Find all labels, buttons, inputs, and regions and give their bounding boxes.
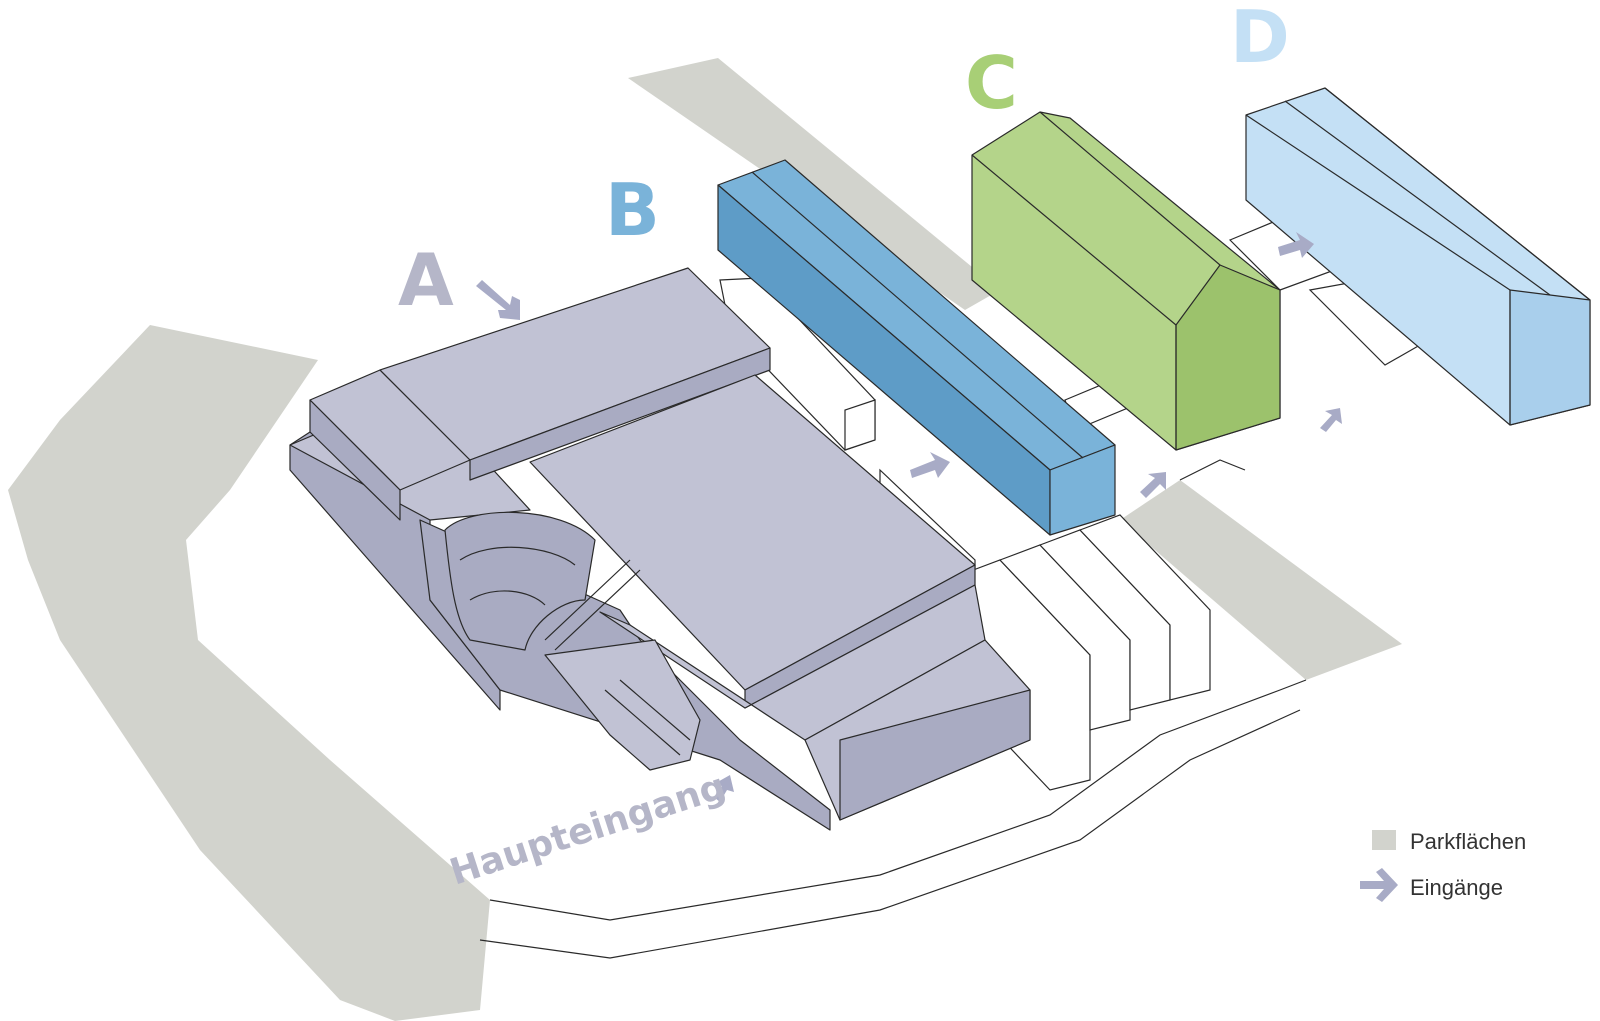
swatch-icon [1372, 830, 1396, 850]
label-building-c: C [965, 41, 1018, 125]
parking-area-west [8, 325, 490, 1021]
parking-areas [8, 58, 1402, 1021]
arrow-icon [910, 452, 950, 478]
arrow-icon [1360, 868, 1398, 902]
arrow-icon [714, 775, 734, 802]
building-d [1245, 87, 1591, 426]
arrow-icon [476, 280, 520, 320]
arrow-icon [1278, 232, 1314, 258]
building-c [971, 111, 1281, 451]
building-a [289, 267, 1031, 831]
label-building-b: B [605, 168, 660, 252]
parking-area-north [628, 58, 1000, 310]
label-building-a: A [398, 238, 454, 322]
building-b [717, 159, 1116, 536]
annex-buildings [719, 214, 1421, 791]
label-building-d: D [1230, 0, 1290, 79]
legend: Parkflächen Eingänge [1360, 829, 1526, 902]
arrow-icon [1140, 472, 1166, 498]
legend-entrances-label: Eingänge [1410, 875, 1503, 900]
parking-area-east [1120, 480, 1402, 680]
label-main-entrance: Haupteingang [445, 766, 731, 894]
entrance-arrows [476, 232, 1342, 802]
arrow-icon [1320, 408, 1342, 432]
legend-parking-label: Parkflächen [1410, 829, 1526, 854]
